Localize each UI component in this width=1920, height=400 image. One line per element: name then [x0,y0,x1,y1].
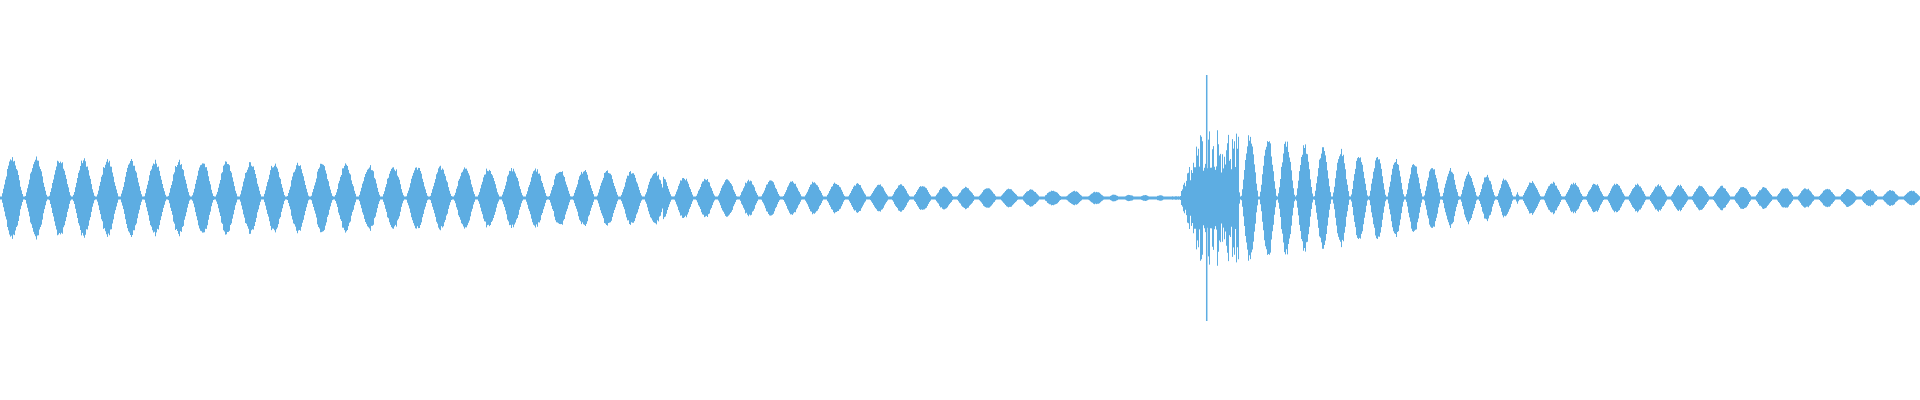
waveform-plot [0,75,1920,321]
